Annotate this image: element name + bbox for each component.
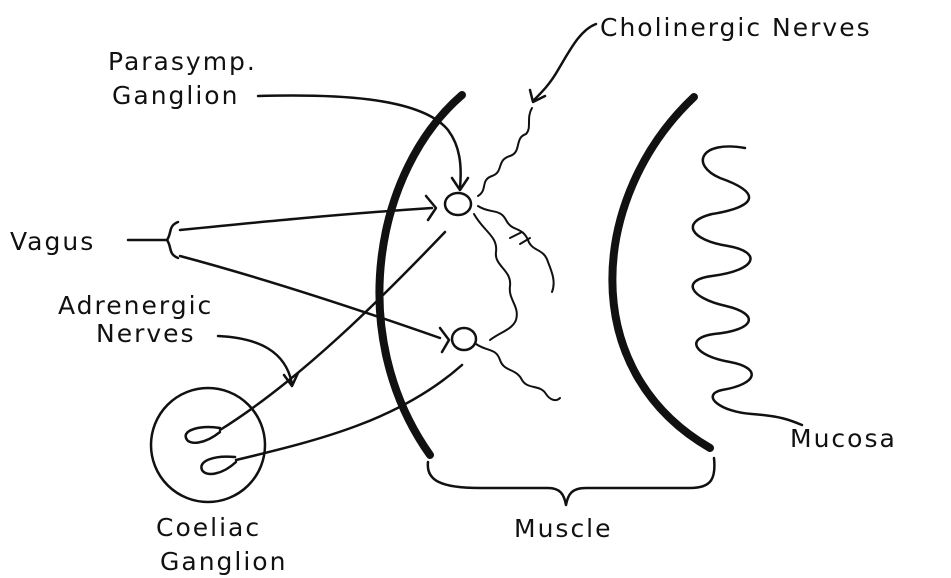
coeliac-label-line1: Coeliac	[156, 513, 261, 542]
vagus-fiber-upper	[180, 208, 432, 230]
coeliac-label-line2: Ganglion	[160, 547, 287, 576]
parasymp-ganglion-cell-lower-junction	[440, 328, 449, 352]
cholinergic-nerve-3	[474, 214, 517, 340]
mucosa-label: Mucosa	[790, 424, 897, 453]
vagus-label: Vagus	[10, 227, 95, 256]
cholinergic-nerve-4	[476, 344, 560, 400]
parasymp-pointer-line	[258, 95, 461, 188]
adrenergic-label-line1: Adrenergic	[58, 291, 213, 320]
cholinergic-pointer-line	[534, 24, 596, 100]
parasymp-label-line2: Ganglion	[112, 81, 239, 110]
mucosa-lining	[693, 146, 802, 425]
cholinergic-nerves-label: Cholinergic Nerves	[600, 13, 872, 42]
adrenergic-pointer-line	[218, 336, 292, 384]
muscle-label: Muscle	[514, 514, 613, 543]
parasymp-ganglion-cell-upper	[445, 193, 471, 215]
coeliac-ganglion-circle	[151, 388, 265, 502]
parasymp-ganglion-cell-lower	[452, 328, 476, 350]
inner-muscle-layer	[612, 97, 710, 448]
cholinergic-nerve-1	[478, 108, 532, 196]
vagus-fiber-lower	[180, 256, 440, 338]
outer-muscle-layer	[379, 95, 462, 455]
parasymp-label-line1: Parasymp.	[108, 47, 257, 76]
muscle-brace	[428, 458, 715, 505]
vagus-bracket	[167, 222, 178, 258]
cholinergic-nerve-2	[478, 206, 554, 292]
adrenergic-label-line2: Nerves	[96, 319, 196, 348]
coeliac-cell-body-lower	[201, 457, 236, 474]
coeliac-cell-body-upper	[186, 427, 220, 443]
